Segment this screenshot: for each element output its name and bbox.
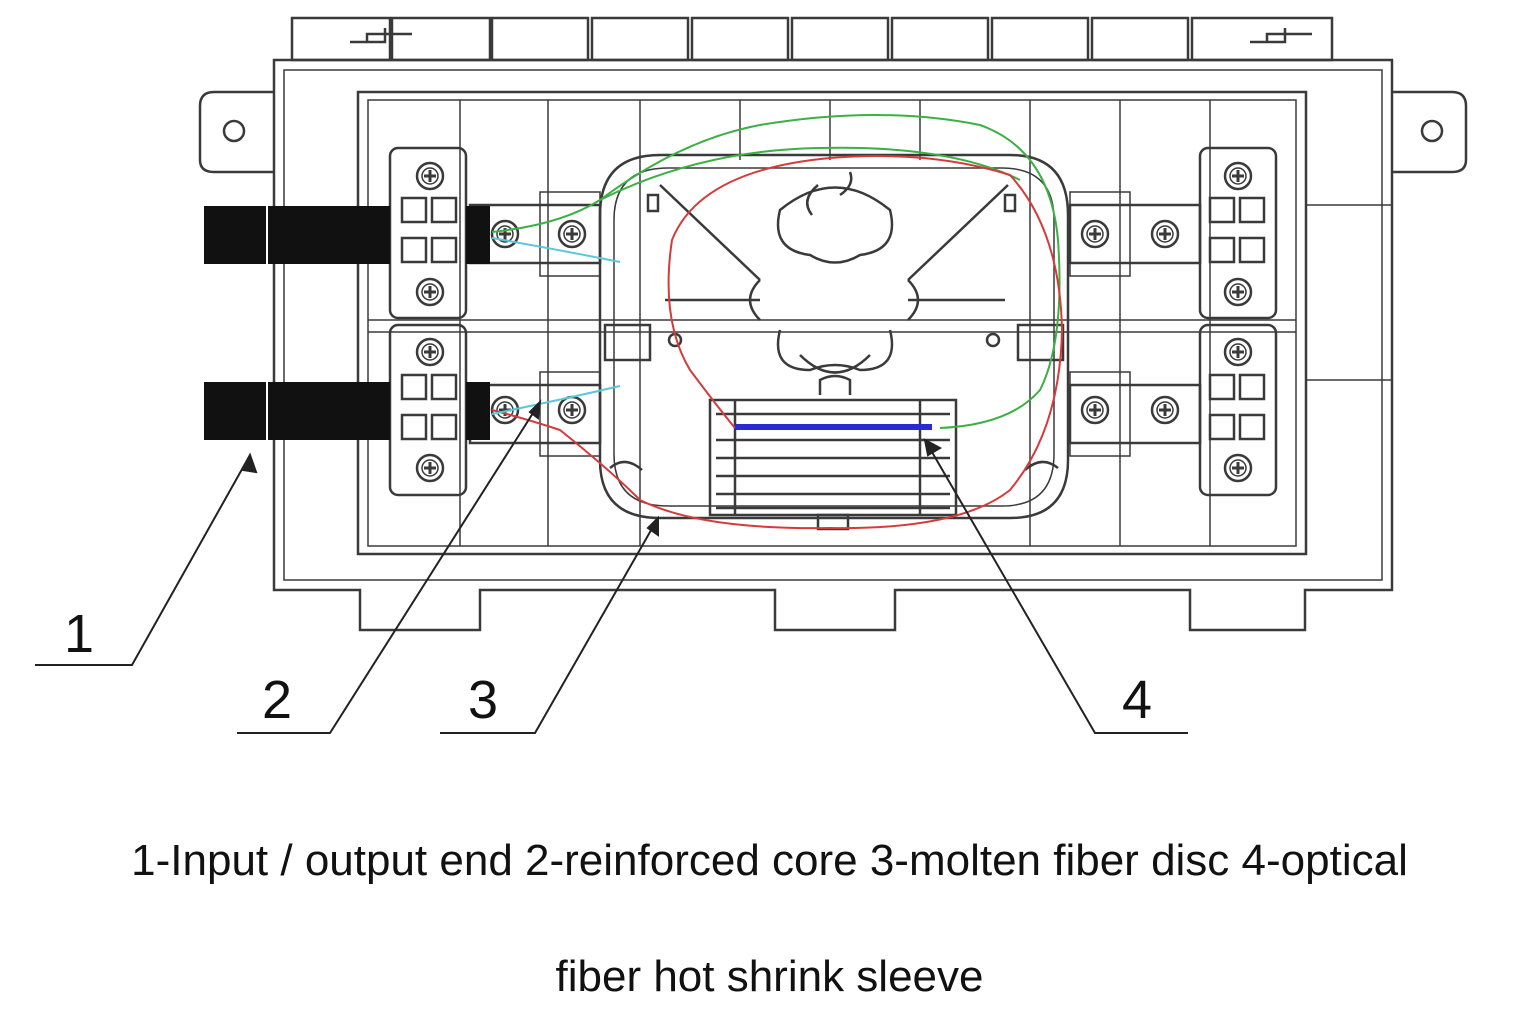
screw-icon bbox=[1150, 395, 1180, 425]
label-4: 4 bbox=[1122, 670, 1152, 730]
fiber-spool bbox=[646, 171, 1017, 395]
fiber-splice-box-diagram: 1 2 3 4 bbox=[35, 16, 1468, 734]
fiber-cyan bbox=[491, 237, 621, 263]
label-3: 3 bbox=[468, 670, 498, 730]
label-2: 2 bbox=[262, 670, 292, 730]
grid-ribs bbox=[368, 100, 1392, 546]
mount-ear-right bbox=[1392, 90, 1468, 174]
caption-line-1: 1-Input / output end 2-reinforced core 3… bbox=[131, 836, 1408, 885]
fibers bbox=[491, 114, 1064, 530]
screw-icon bbox=[557, 395, 587, 425]
screw-icon bbox=[415, 277, 445, 307]
fiber-red bbox=[491, 155, 1064, 530]
screw-icon bbox=[415, 453, 445, 483]
screw-icon bbox=[557, 219, 587, 249]
screw-icon bbox=[1080, 395, 1110, 425]
screw-icon bbox=[1223, 337, 1253, 367]
cable-top bbox=[204, 206, 390, 264]
mount-hole-icon bbox=[222, 119, 246, 143]
leader-lines bbox=[35, 399, 1188, 734]
inner-tray bbox=[356, 90, 1308, 556]
screw-icon bbox=[1223, 453, 1253, 483]
screws bbox=[415, 161, 1253, 483]
screw-icon bbox=[415, 337, 445, 367]
sleeve-holder bbox=[708, 398, 958, 531]
screw-icon bbox=[490, 219, 520, 249]
clamp-left-bottom bbox=[388, 323, 468, 497]
mount-ear-left bbox=[198, 90, 274, 174]
screw-icon bbox=[415, 161, 445, 191]
splice-tray bbox=[598, 153, 1070, 520]
screw-icon bbox=[1080, 219, 1110, 249]
cable-bottom bbox=[204, 382, 390, 440]
top-tabs bbox=[290, 16, 1334, 62]
label-1: 1 bbox=[64, 604, 94, 664]
screw-icon bbox=[1223, 277, 1253, 307]
cables bbox=[204, 200, 490, 446]
fiber-green bbox=[491, 114, 1061, 429]
mount-hole-icon bbox=[1420, 119, 1444, 143]
caption-line-2: fiber hot shrink sleeve bbox=[555, 952, 984, 1001]
screw-icon bbox=[1223, 161, 1253, 191]
outer-housing bbox=[272, 58, 1394, 632]
screw-icon bbox=[1150, 219, 1180, 249]
